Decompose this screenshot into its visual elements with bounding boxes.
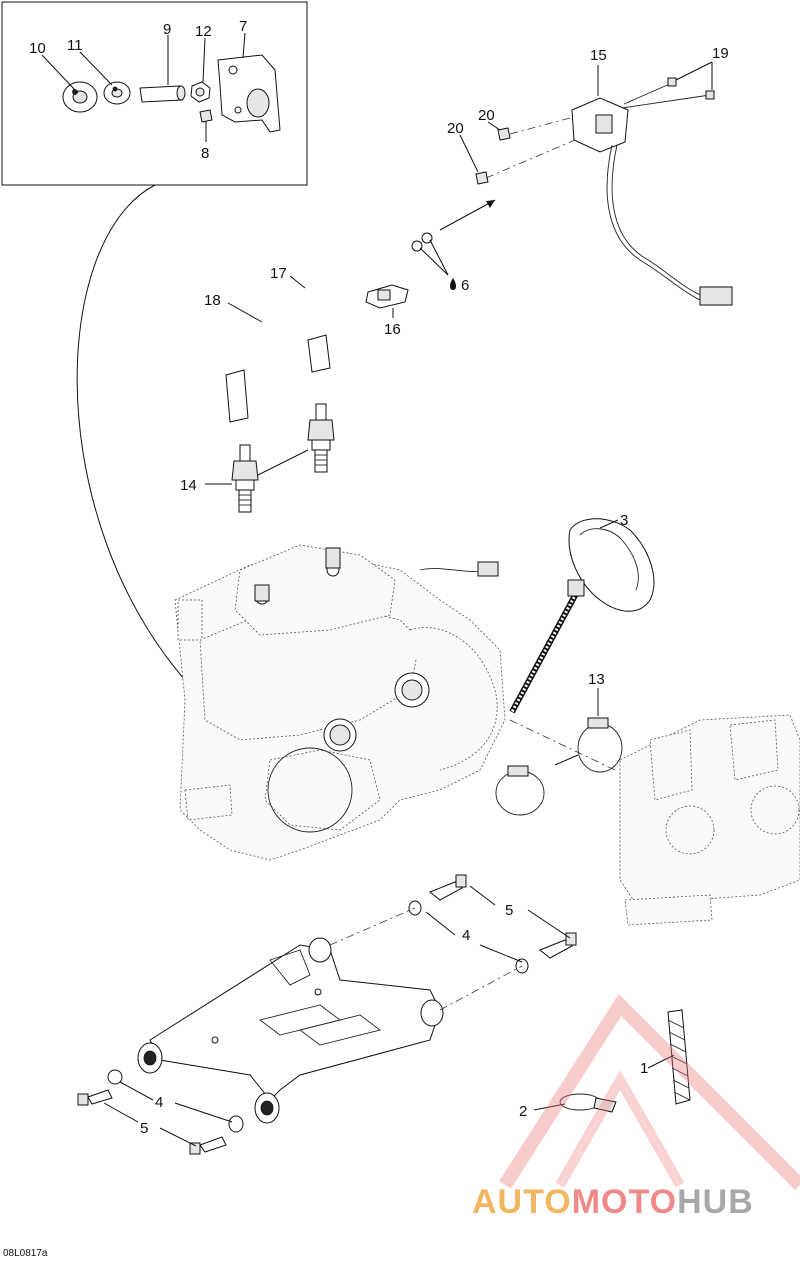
callout-20-lower: 20 <box>447 120 464 137</box>
callout-16: 16 <box>384 321 401 338</box>
oil-drop-icon <box>450 278 456 290</box>
callout-8: 8 <box>201 145 209 162</box>
watermark-part-moto: MOTO <box>572 1183 677 1221</box>
part-20-nuts <box>475 127 511 185</box>
callout-19: 19 <box>712 45 729 62</box>
figure-reference-code: 08L0817a <box>3 1248 48 1259</box>
part-8-screw <box>199 109 213 142</box>
callout-4-upper: 4 <box>462 927 470 944</box>
callout-15: 15 <box>590 47 607 64</box>
callout-14: 14 <box>180 477 197 494</box>
part-12-nut <box>190 81 211 103</box>
callout-5-lower: 5 <box>140 1120 148 1137</box>
part-9-sleeve <box>139 85 186 103</box>
callout-18: 18 <box>204 292 221 309</box>
callout-9: 9 <box>163 21 171 38</box>
callout-2: 2 <box>519 1103 527 1120</box>
engine-assembly <box>174 544 506 861</box>
callout-6: 6 <box>461 277 469 294</box>
watermark-logo <box>499 993 800 1190</box>
watermark-text: AUTOMOTOHUB <box>472 1183 754 1221</box>
part-11-washer <box>103 81 131 105</box>
part-7-bracket <box>217 54 281 133</box>
watermark-part-hub: HUB <box>677 1183 754 1221</box>
part-3-sensor-strap <box>509 518 655 714</box>
callout-12: 12 <box>195 23 212 40</box>
callout-3: 3 <box>620 512 628 529</box>
callout-20-upper: 20 <box>478 107 495 124</box>
part-10-washer <box>62 81 98 113</box>
part-14-spark-plugs <box>231 403 335 513</box>
part-1-spiral-wrap <box>667 1009 691 1105</box>
arrow-icon <box>486 200 495 208</box>
callout-17: 17 <box>270 265 287 282</box>
part-5-bolts <box>77 874 577 1155</box>
part-13-clamps <box>495 717 623 816</box>
callout-13: 13 <box>588 671 605 688</box>
callout-1: 1 <box>640 1060 648 1077</box>
inset-detail-box: 10 11 9 12 7 8 <box>1 1 308 186</box>
part-2-cable-tie <box>559 1093 617 1113</box>
part-19-bolts <box>621 77 715 109</box>
callout-11: 11 <box>67 37 83 54</box>
carburetor-assembly <box>619 714 800 926</box>
part-15-ignition-coil <box>571 97 733 306</box>
watermark-part-auto: AUTO <box>472 1183 572 1221</box>
part-17-18-ignition-wires <box>225 232 433 423</box>
engine-mount-bracket <box>137 937 444 1124</box>
callout-10: 10 <box>29 40 46 57</box>
callout-4-lower: 4 <box>155 1094 163 1111</box>
callout-7: 7 <box>239 18 247 35</box>
part-16-connector <box>365 284 409 309</box>
callout-5-upper: 5 <box>505 902 513 919</box>
